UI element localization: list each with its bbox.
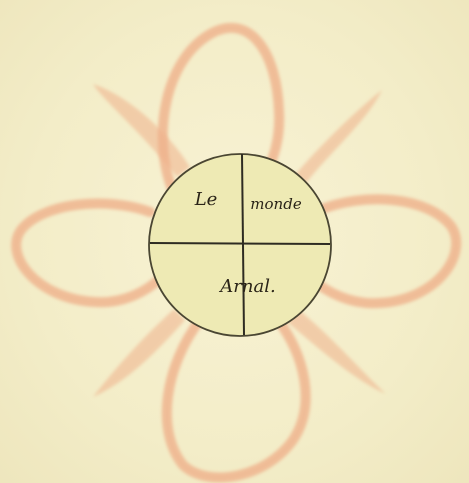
horizontal-divider [150, 243, 330, 244]
petal-upper-left-leaf [93, 84, 190, 177]
petal-right-loop [312, 199, 456, 303]
petal-bottom-loop [167, 320, 306, 477]
central-disc [149, 154, 331, 336]
petal-left-loop [16, 204, 162, 303]
quadrant-word-arnal: Arnal. [218, 276, 275, 297]
petal-upper-right-leaf [294, 90, 382, 183]
quadrant-word-le: Le [194, 189, 218, 210]
quadrant-word-monde: monde [250, 195, 302, 213]
